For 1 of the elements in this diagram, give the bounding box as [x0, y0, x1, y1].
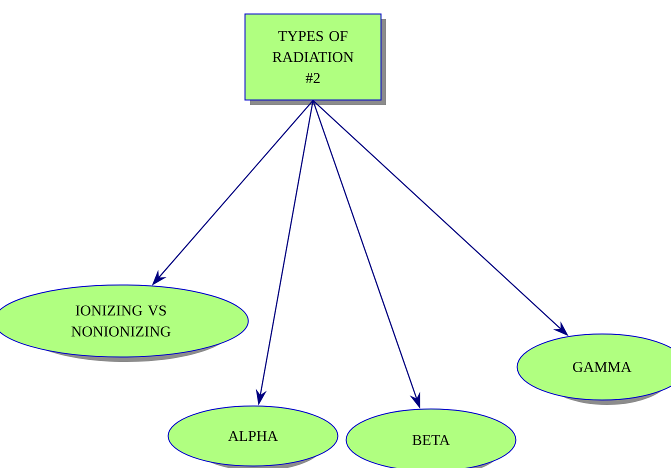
title-box: TYPES OF RADIATION #2: [244, 14, 386, 105]
